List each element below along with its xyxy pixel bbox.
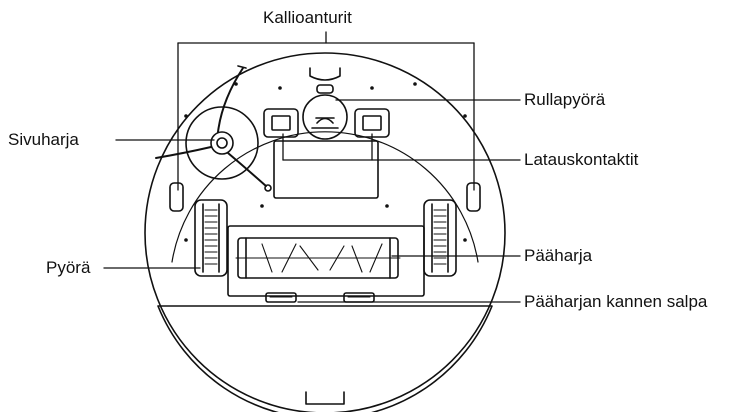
label-side-brush: Sivuharja bbox=[8, 130, 79, 149]
side-brush-arm-1 bbox=[217, 67, 244, 133]
side-brush-arm-3 bbox=[227, 152, 267, 187]
cover-latch-left bbox=[265, 292, 297, 303]
vacuum-body-outline bbox=[144, 52, 506, 412]
side-brush-arm-2 bbox=[155, 146, 212, 159]
label-roller-wheel: Rullapyörä bbox=[524, 90, 606, 109]
charging-contact-left bbox=[263, 108, 299, 138]
center-plate bbox=[273, 140, 379, 199]
rim-dots bbox=[184, 82, 467, 242]
cliff-sensor-left bbox=[169, 182, 184, 212]
label-charging-contacts: Latauskontaktit bbox=[524, 150, 639, 169]
left-wheel bbox=[194, 199, 228, 277]
label-wheel: Pyörä bbox=[46, 258, 91, 277]
callout-leader-lines bbox=[103, 31, 521, 303]
right-wheel bbox=[423, 199, 457, 277]
label-main-brush-cover-latch: Pääharjan kannen salpa bbox=[524, 292, 708, 311]
top-bumper-recess bbox=[309, 67, 341, 81]
charging-contact-right bbox=[354, 108, 390, 138]
side-brush-disk bbox=[185, 106, 259, 180]
label-main-brush: Pääharja bbox=[524, 246, 593, 265]
main-brush-housing bbox=[227, 225, 425, 297]
dustbin-cover bbox=[157, 305, 493, 412]
label-cliff-sensors: Kallioanturit bbox=[263, 8, 352, 27]
front-cliff-sensor bbox=[316, 84, 334, 94]
roller-wheel bbox=[302, 94, 348, 140]
